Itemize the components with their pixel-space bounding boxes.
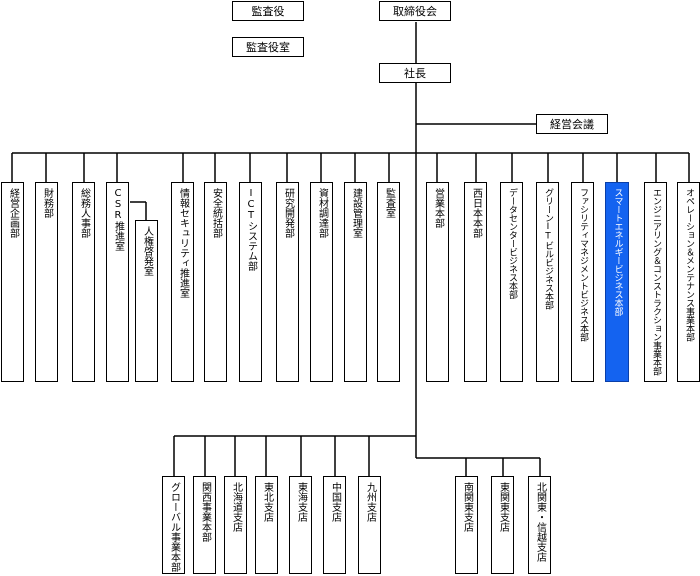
- dept-general-affairs-hr: 総務人事部: [72, 182, 95, 382]
- branch-hokkaido: 北海道支店: [224, 476, 247, 574]
- dept-operation-maintenance: オペレーション＆メンテナンス事業本部: [677, 182, 700, 382]
- dept-smart-energy: スマートエネルギービジネス本部: [605, 182, 629, 382]
- dept-engineering-construction: エンジニアリング＆コンストラクション事業本部: [644, 182, 667, 382]
- management-council-box: 経営会議: [536, 114, 608, 134]
- dept-finance: 財務部: [35, 182, 58, 382]
- branch-tokai: 東海支店: [289, 476, 312, 574]
- dept-facility-management: ファシリティマネジメントビジネス本部: [571, 182, 594, 382]
- dept-west-japan: 西日本本部: [464, 182, 487, 382]
- auditor-box: 監査役: [232, 1, 304, 21]
- dept-green-it: グリーンITビルビジネス本部: [536, 182, 559, 382]
- dept-rnd: 研究開発部: [276, 182, 299, 382]
- branch-kansai: 関西事業本部: [193, 476, 216, 574]
- dept-data-center: データセンタービジネス本部: [500, 182, 523, 382]
- president-box: 社長: [379, 63, 451, 83]
- branch-kyushu: 九州支店: [358, 476, 381, 574]
- dept-audit: 監査室: [377, 182, 400, 382]
- dept-human-rights: 人権啓発室: [135, 220, 158, 382]
- dept-csr: CSR推進室: [106, 182, 129, 382]
- dept-info-security: 情報セキュリティ推進室: [171, 182, 194, 382]
- branch-south-kanto: 南関東支店: [455, 476, 478, 574]
- dept-corporate-planning: 経営企画部: [1, 182, 24, 382]
- dept-procurement: 資材調達部: [310, 182, 333, 382]
- branch-chugoku: 中国支店: [323, 476, 346, 574]
- dept-sales: 営業本部: [426, 182, 449, 382]
- dept-safety: 安全統括部: [204, 182, 227, 382]
- branch-north-kanto-shinetsu: 北関東・信越支店: [528, 476, 551, 574]
- dept-construction-mgmt: 建設管理室: [344, 182, 367, 382]
- dept-ict-system: ICTシステム部: [239, 182, 262, 382]
- branch-east-kanto: 東関東支店: [491, 476, 514, 574]
- branch-global: グローバル事業本部: [162, 476, 185, 574]
- audit-office-box: 監査役室: [232, 37, 304, 57]
- board-box: 取締役会: [379, 1, 451, 21]
- branch-tohoku: 東北支店: [255, 476, 278, 574]
